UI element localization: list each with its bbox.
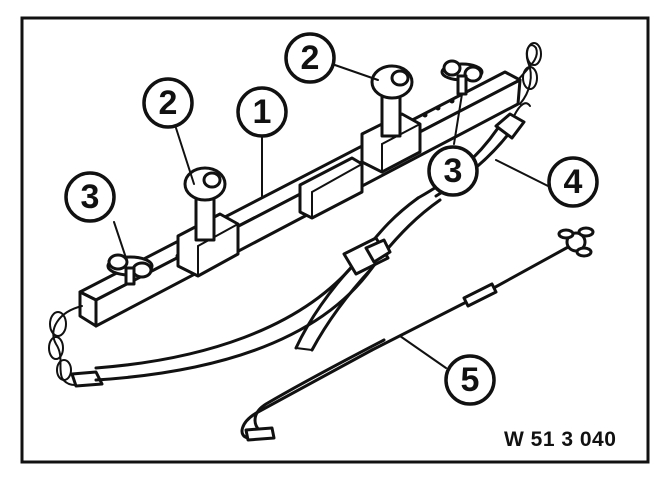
svg-text:2: 2	[301, 39, 320, 77]
callout-4: 4	[547, 156, 599, 208]
svg-text:3: 3	[81, 178, 100, 216]
figure-border	[20, 16, 650, 464]
crank-handle	[240, 226, 595, 442]
svg-text:2: 2	[159, 84, 178, 122]
left-wing-nut	[106, 253, 154, 286]
callout-3-right: 3	[427, 145, 479, 197]
callout-3-left: 3	[64, 171, 116, 223]
left-chain	[48, 305, 104, 388]
callout-2-left: 2	[142, 77, 194, 129]
callout-1: 1	[236, 86, 288, 138]
right-chain	[517, 42, 542, 105]
svg-text:5: 5	[461, 361, 480, 399]
tow-strap	[94, 102, 531, 382]
callout-2-right: 2	[284, 32, 336, 84]
figure-reference-code: W 51 3 040	[504, 428, 616, 451]
svg-text:4: 4	[564, 163, 583, 201]
callout-5: 5	[444, 354, 496, 406]
leader-lines	[113, 63, 549, 369]
svg-text:1: 1	[253, 93, 272, 131]
left-clamp-bracket	[176, 166, 240, 278]
right-clamp-bracket	[360, 64, 422, 174]
right-wing-nut	[440, 59, 484, 96]
svg-text:3: 3	[444, 152, 463, 190]
